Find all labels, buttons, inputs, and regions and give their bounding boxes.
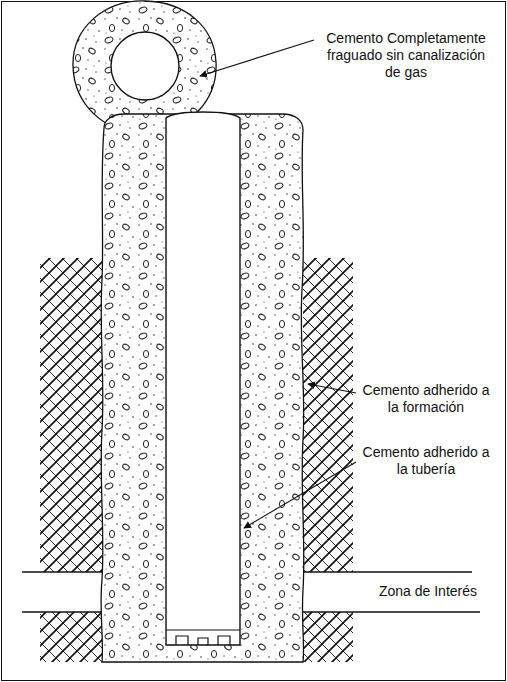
casing-shoe [166, 630, 240, 645]
casing-pipe [166, 112, 240, 645]
pipe-section [111, 32, 179, 100]
leader-arrow [200, 40, 356, 528]
cement-label: Cemento Completamente fraguado sin canal… [318, 30, 494, 81]
zone-label: Zona de Interés [362, 583, 494, 600]
pipe-bond-label: Cemento adherido a la tubería [360, 444, 492, 478]
formation-bond-label: Cemento adherido a la formación [360, 382, 492, 416]
